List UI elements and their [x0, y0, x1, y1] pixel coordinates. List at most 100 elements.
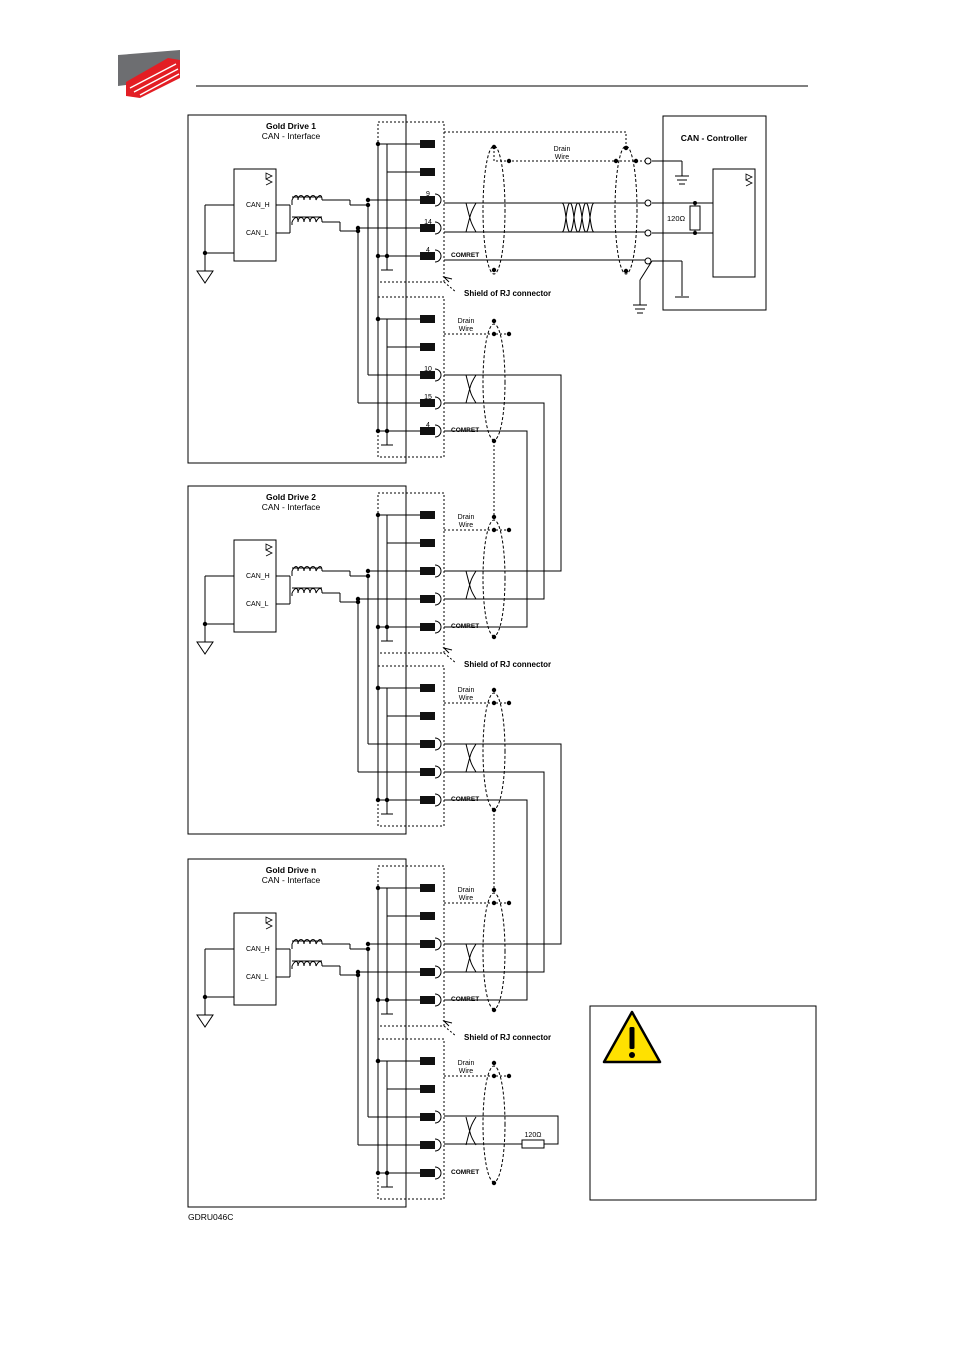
- terminator: 120Ω: [444, 1115, 559, 1149]
- shield-ellipse: [482, 892, 506, 1010]
- junction-dot: [491, 1073, 497, 1079]
- pin-socket: [434, 1110, 442, 1124]
- transceiver: [233, 912, 277, 1006]
- junction-dot: [202, 250, 208, 256]
- drain-label: Drain: [458, 318, 475, 325]
- junction-dot: [506, 331, 512, 337]
- choke-coil: [291, 217, 323, 223]
- drive-subtitle: CAN - Interface: [262, 502, 321, 512]
- can-l-wire: [444, 771, 545, 973]
- pin-contact: [420, 1113, 435, 1121]
- company-logo: [118, 50, 180, 98]
- pin-socket: [434, 368, 442, 382]
- pin-contact: [420, 768, 435, 776]
- junction-dot: [375, 797, 381, 803]
- twist-mark: [465, 570, 477, 600]
- transceiver-symbol: [745, 173, 753, 187]
- pin-socket: [434, 937, 442, 951]
- transceiver-symbol: [265, 172, 273, 186]
- junction-dot: [491, 687, 497, 693]
- pin-contact: [420, 968, 435, 976]
- junction-dot: [491, 887, 497, 893]
- twist-mark: [465, 202, 477, 233]
- drain-label: Drain: [458, 514, 475, 521]
- drive-box: [187, 858, 407, 1208]
- pin-number: 9: [426, 191, 430, 198]
- twist-mark: [465, 743, 477, 773]
- pin-contact: [420, 371, 435, 379]
- arrowhead: [442, 1020, 453, 1027]
- can-h-label: CAN_H: [246, 573, 270, 580]
- pin-number: 14: [424, 219, 432, 226]
- pin-contact: [420, 1057, 435, 1065]
- junction-dot: [506, 527, 512, 533]
- figure-code: GDRU046C: [188, 1212, 233, 1222]
- junction-dot: [375, 253, 381, 259]
- pin-socket: [434, 193, 442, 207]
- pin-contact: [420, 168, 435, 176]
- can-h-wire: [444, 374, 562, 572]
- pin-contact: [420, 315, 435, 323]
- pin-contact: [420, 427, 435, 435]
- junction-dot: [491, 318, 497, 324]
- can-h-label: CAN_H: [246, 946, 270, 953]
- drain-label: Wire: [459, 695, 473, 702]
- junction-dot: [491, 527, 497, 533]
- terminator-resistor: [521, 1139, 545, 1149]
- junction-dot: [355, 969, 361, 975]
- drive-box: [187, 485, 407, 835]
- transceiver: [233, 168, 277, 262]
- junction-dot: [491, 331, 497, 337]
- comret-wire: [444, 430, 528, 628]
- choke-coil: [291, 588, 323, 594]
- pin-socket: [434, 249, 442, 263]
- junction-dot: [491, 1007, 497, 1013]
- can-h-wire: [444, 743, 562, 945]
- twist-mark: [465, 1116, 477, 1146]
- twist-mark: [465, 943, 477, 973]
- drain-label: Drain: [458, 887, 475, 894]
- pin-contact: [420, 884, 435, 892]
- pin-contact: [420, 511, 435, 519]
- pin-number: 4: [426, 247, 430, 254]
- drain-wire-label: Drain: [554, 146, 571, 153]
- drive-title: Gold Drive 2: [266, 492, 316, 502]
- pin-contact: [420, 623, 435, 631]
- junction-dot: [491, 900, 497, 906]
- junction-dot: [491, 700, 497, 706]
- pin-contact: [420, 1141, 435, 1149]
- ground-icon: [196, 641, 214, 655]
- can-controller: CAN - Controller 120Ω: [633, 115, 767, 314]
- twist-mark: [465, 374, 477, 404]
- drive-title: Gold Drive 1: [266, 121, 316, 131]
- inter-drive-cables: DrainWireDrainWireDrainWireDrainWireDrai…: [444, 318, 562, 1186]
- shield-ellipse: [614, 145, 638, 275]
- pin-contact: [420, 196, 435, 204]
- pin-socket: [434, 993, 442, 1007]
- can-l-wire: [444, 402, 545, 600]
- can-l-label: CAN_L: [246, 974, 269, 981]
- junction-dot: [506, 700, 512, 706]
- pin-socket: [434, 620, 442, 634]
- pin-contact: [420, 539, 435, 547]
- junction-dot: [355, 596, 361, 602]
- choke-coil: [291, 961, 323, 967]
- pin-contact: [420, 684, 435, 692]
- pin-contact: [420, 343, 435, 351]
- junction-dot: [375, 316, 381, 322]
- twisted-pair-coil: [561, 202, 595, 233]
- pin-contact: [420, 1169, 435, 1177]
- junction-dot: [491, 1060, 497, 1066]
- pin-number: 10: [424, 366, 432, 373]
- pin-contact: [420, 740, 435, 748]
- pin-contact: [420, 796, 435, 804]
- junction-dot: [355, 225, 361, 231]
- shield-label: Shield of RJ connector: [464, 1033, 551, 1042]
- junction-dot: [491, 634, 497, 640]
- junction-dot: [375, 1170, 381, 1176]
